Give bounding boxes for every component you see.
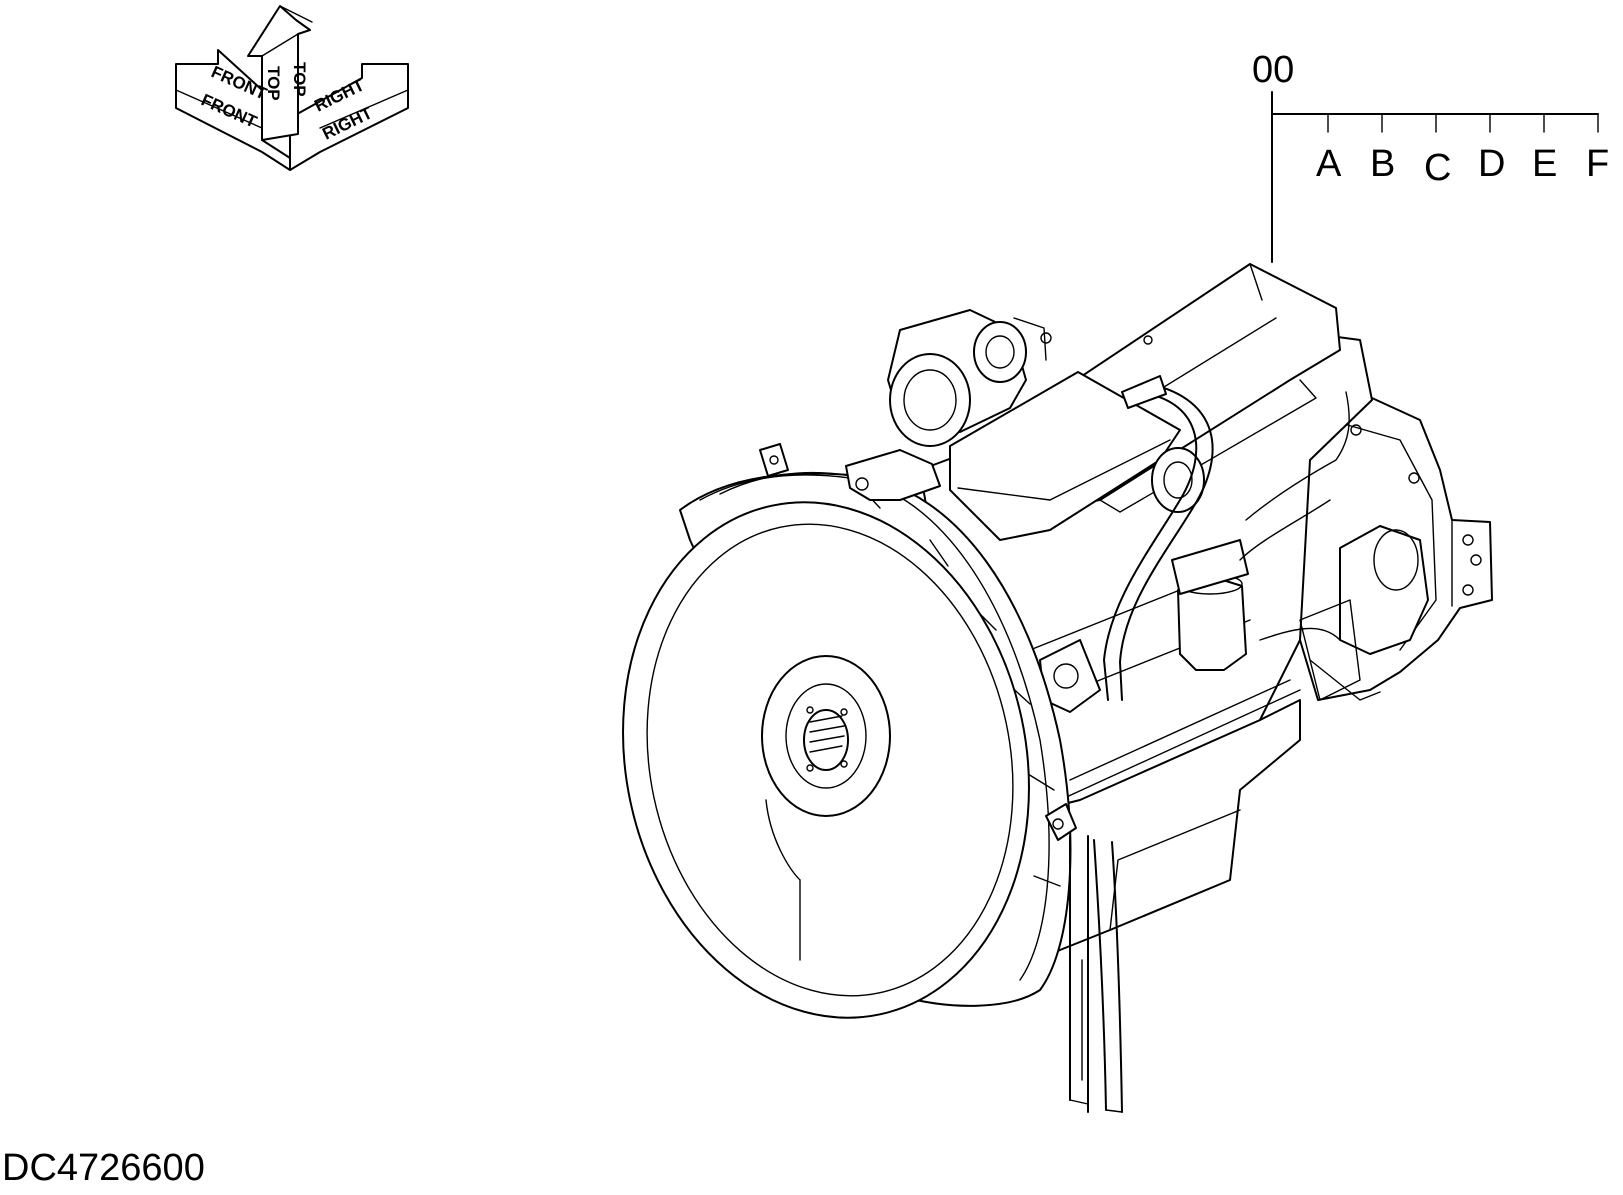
starter-motor [1299, 525, 1429, 701]
engine-assembly-illustration [622, 263, 1493, 1113]
callout-variant-f[interactable]: F [1586, 143, 1609, 185]
callout-variant-a[interactable]: A [1316, 143, 1342, 185]
callout-main-number[interactable]: 00 [1252, 49, 1294, 91]
callout-variant-e[interactable]: E [1532, 143, 1557, 185]
callout-variant-c[interactable]: C [1424, 147, 1451, 189]
orientation-axes-icon [175, 5, 409, 171]
top-label: TOP [290, 62, 309, 97]
callout-variant-ticks [1327, 113, 1599, 133]
drain-hoses [1069, 835, 1123, 1113]
shroud-bracket [759, 443, 1077, 841]
turbocharger [887, 309, 1052, 447]
drawing-reference-id: DC4726600 [2, 1147, 205, 1189]
callout-variant-b[interactable]: B [1370, 143, 1395, 185]
top-label-ghost: TOP [264, 66, 283, 101]
breather-hose [1103, 375, 1214, 701]
wiring-harness [1239, 391, 1381, 701]
intake-cover [949, 371, 1205, 541]
alternator [1039, 639, 1101, 713]
orientation-indicator: FRONT FRONT TOP TOP RIGHT RIGHT [175, 5, 409, 171]
fuel-filter [1171, 539, 1249, 671]
callout-variant-d[interactable]: D [1478, 143, 1505, 185]
cooling-fan [622, 501, 1030, 1019]
